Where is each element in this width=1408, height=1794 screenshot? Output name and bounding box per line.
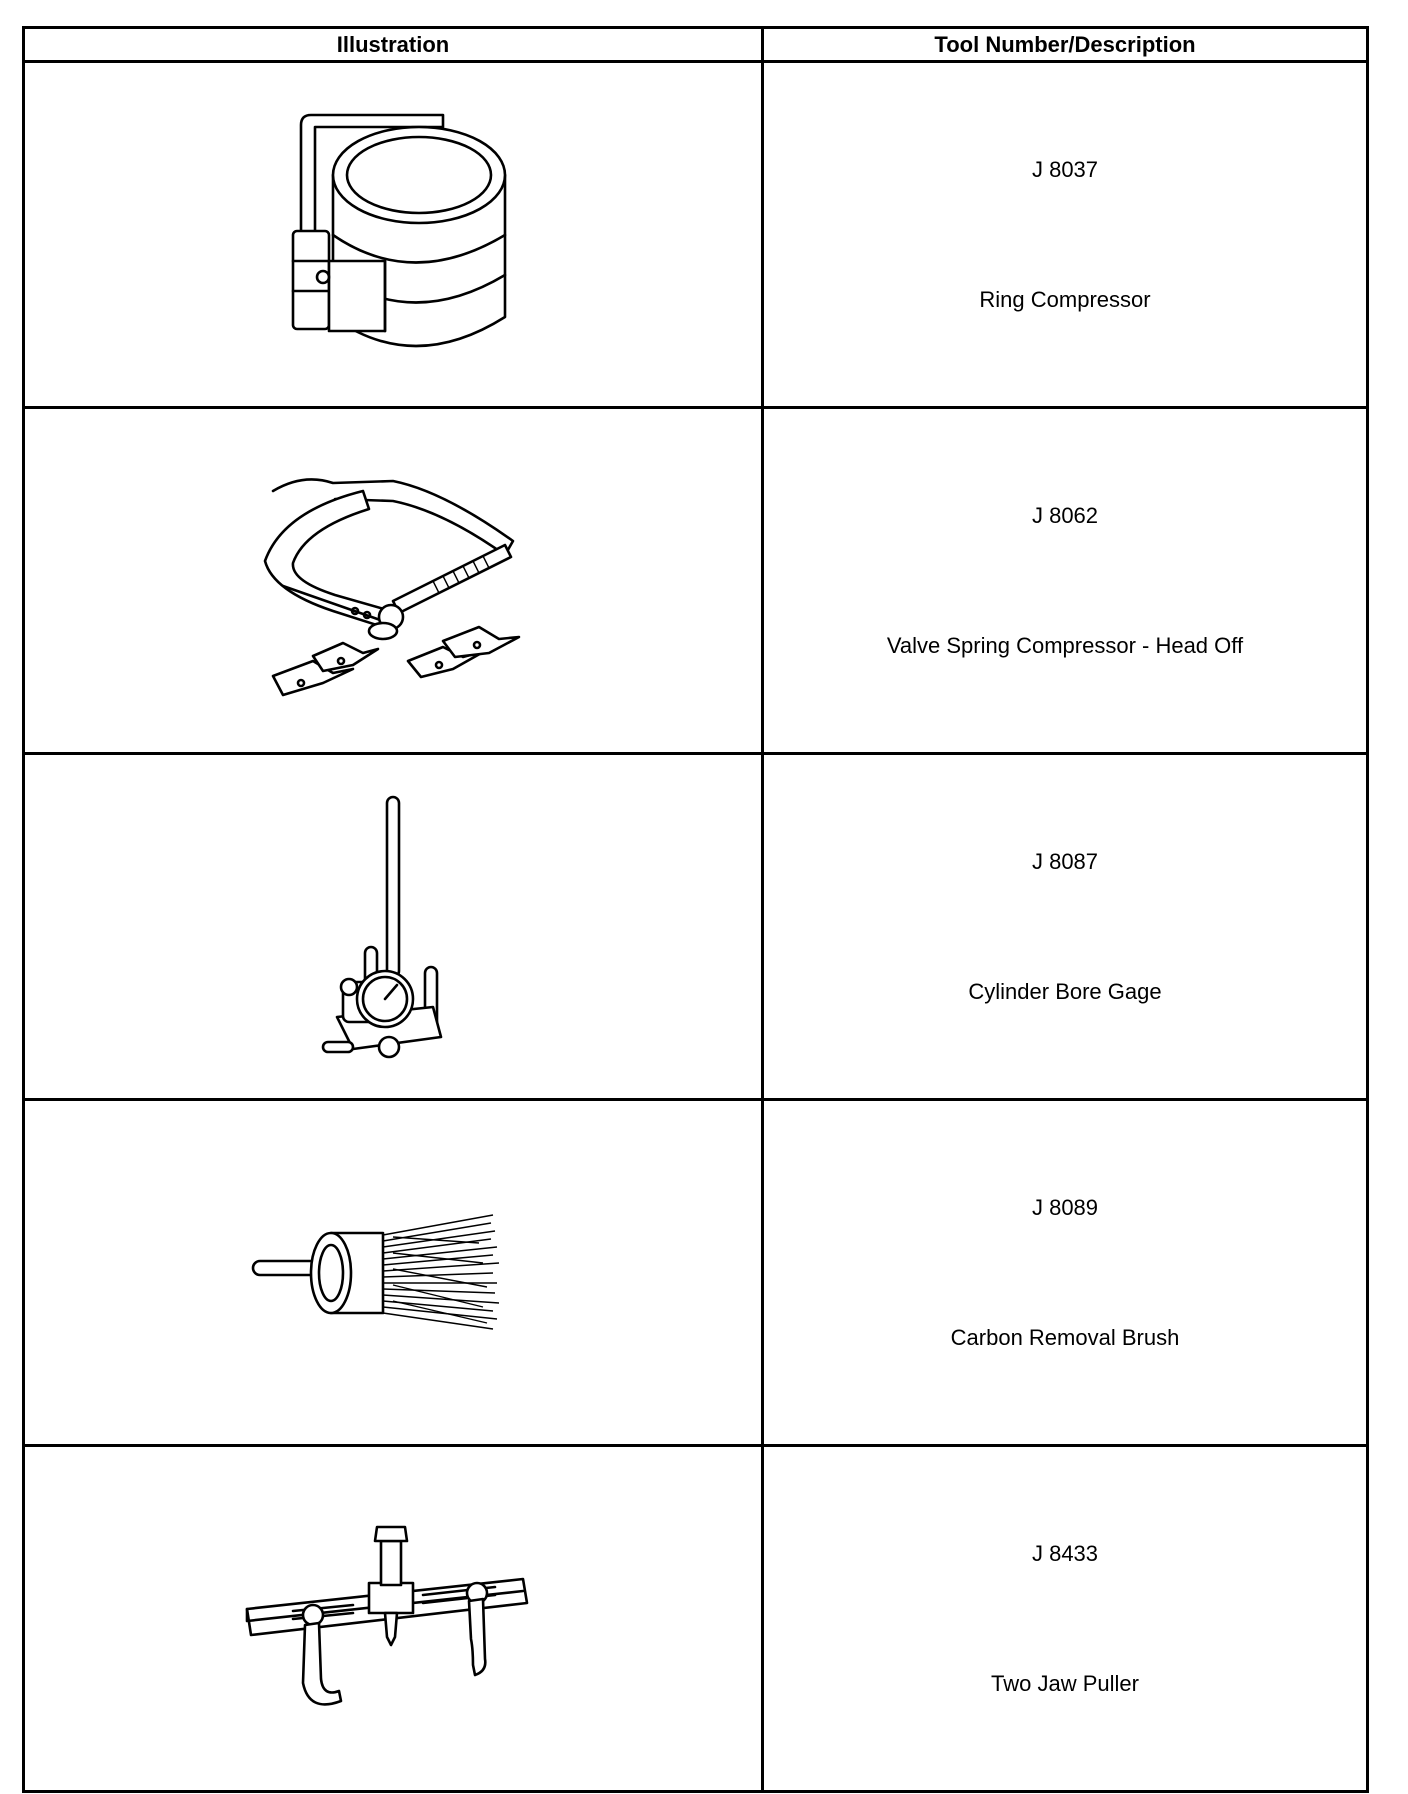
table-row: J 8433 Two Jaw Puller (22, 1444, 1369, 1793)
tool-number: J 8087 (1031, 848, 1099, 874)
cylinder-bore-gage-icon (321, 795, 443, 1058)
table-row: J 8037 Ring Compressor (22, 60, 1369, 409)
illustration-cell (22, 406, 764, 755)
carbon-removal-brush-icon (251, 1213, 500, 1330)
description-cell: J 8087 Cylinder Bore Gage (761, 752, 1369, 1101)
table-row: J 8089 Carbon Removal Brush (22, 1098, 1369, 1447)
tool-number: J 8433 (1031, 1540, 1099, 1566)
description-cell: J 8089 Carbon Removal Brush (761, 1098, 1369, 1447)
special-tools-table: Illustration Tool Number/Description (22, 26, 1369, 1793)
description-cell: J 8062 Valve Spring Compressor - Head Of… (761, 406, 1369, 755)
tool-description: Ring Compressor (979, 286, 1151, 312)
tool-description: Two Jaw Puller (991, 1670, 1139, 1696)
illustration-cell (22, 1444, 764, 1793)
illustration-cell (22, 1098, 764, 1447)
illustration-header: Illustration (22, 26, 764, 63)
valve-spring-compressor-icon (263, 477, 521, 696)
tool-description: Carbon Removal Brush (950, 1324, 1180, 1350)
tool-description: Cylinder Bore Gage (968, 978, 1162, 1004)
description-cell: J 8037 Ring Compressor (761, 60, 1369, 409)
tool-number: J 8089 (1031, 1194, 1099, 1220)
ring-compressor-icon (291, 113, 507, 347)
table-row: J 8062 Valve Spring Compressor - Head Of… (22, 406, 1369, 755)
description-cell: J 8433 Two Jaw Puller (761, 1444, 1369, 1793)
tool-number: J 8062 (1031, 502, 1099, 528)
illustration-cell (22, 752, 764, 1101)
two-jaw-puller-icon (245, 1525, 529, 1706)
illustration-cell (22, 60, 764, 409)
table-row: J 8087 Cylinder Bore Gage (22, 752, 1369, 1101)
tool-description: Valve Spring Compressor - Head Off (886, 632, 1244, 658)
tool-number-description-header: Tool Number/Description (761, 26, 1369, 63)
header-row: Illustration Tool Number/Description (22, 26, 1369, 63)
tool-number: J 8037 (1031, 156, 1099, 182)
